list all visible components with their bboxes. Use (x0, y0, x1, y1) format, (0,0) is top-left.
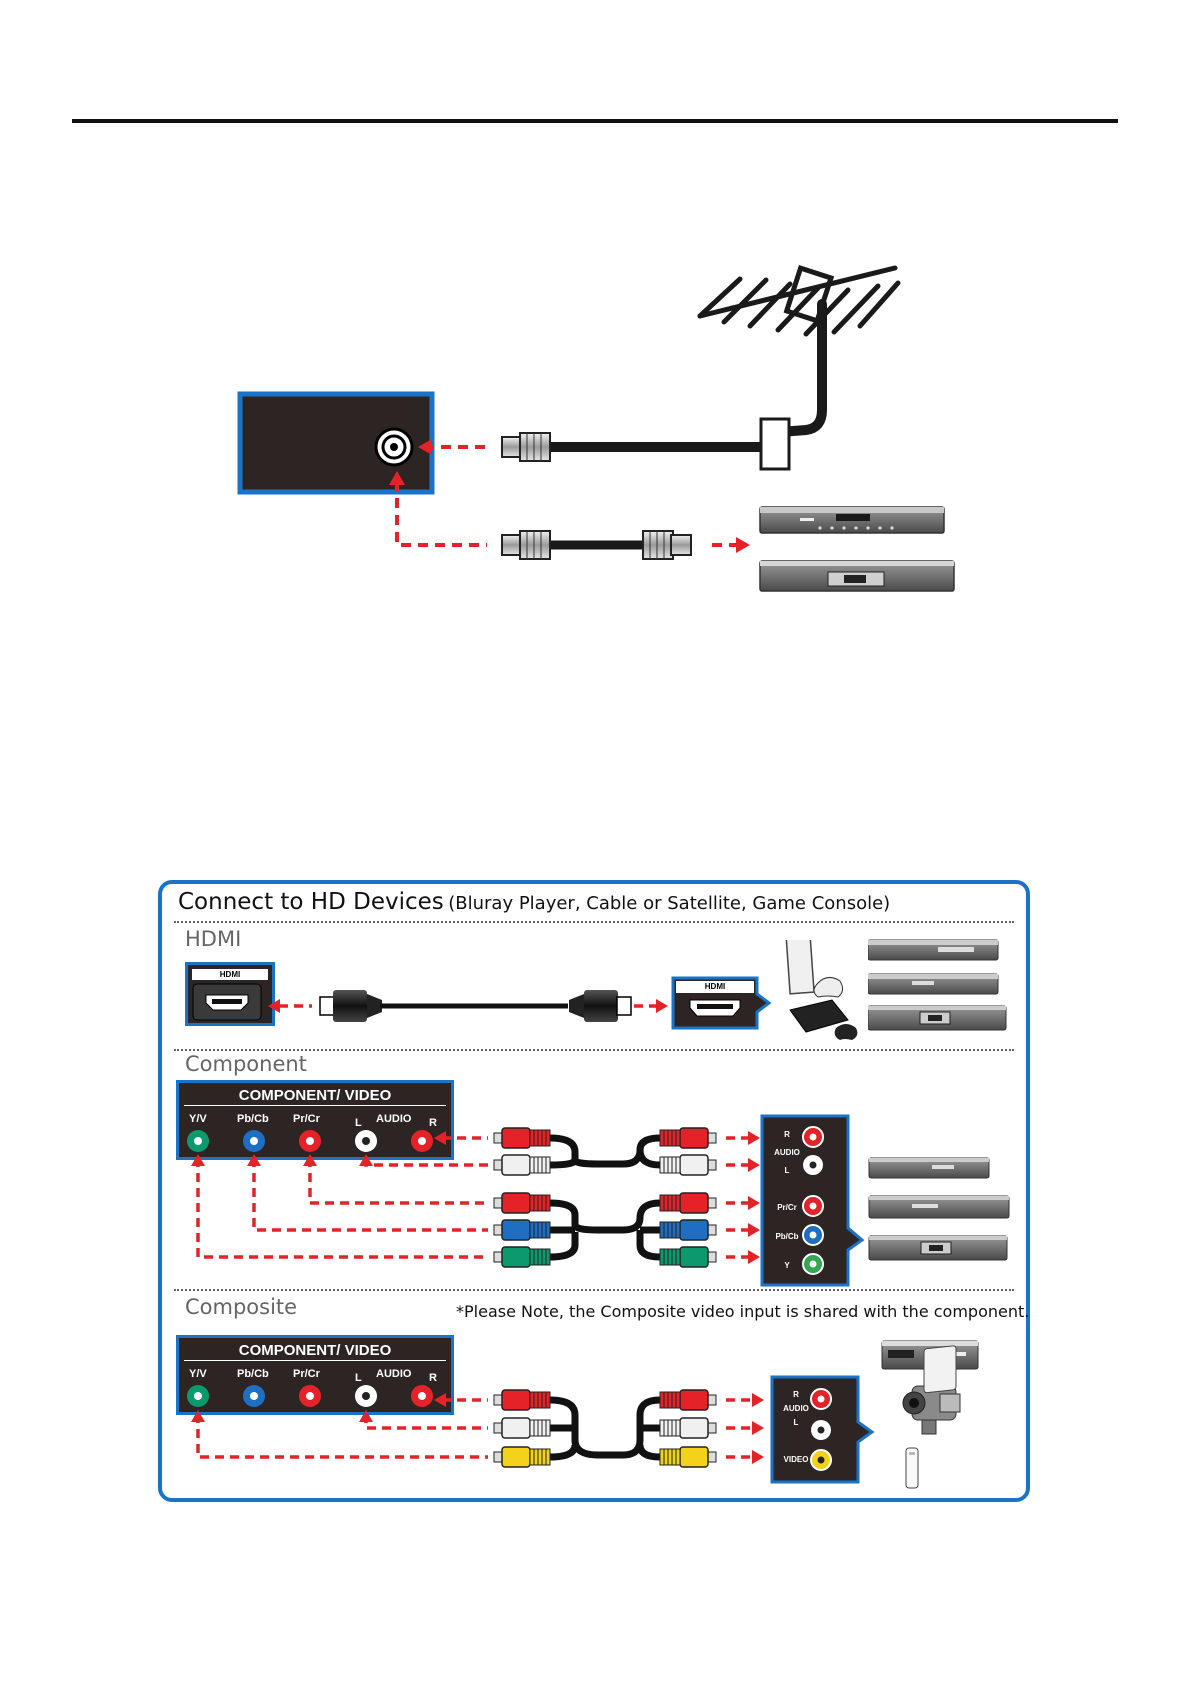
camcorder-icon (902, 1385, 961, 1435)
panel-title: Connect to HD Devices (178, 889, 444, 915)
av-wiring (187, 1114, 1010, 1489)
game-console-icon (785, 940, 858, 1040)
hdmi-port-label: HDMI (192, 969, 268, 980)
section-label-composite: Composite (185, 1295, 298, 1319)
label-audio: AUDIO (376, 1113, 412, 1125)
device-jack-audio-r (802, 1126, 824, 1148)
antenna-diagram (237, 264, 955, 592)
component-arrowheads-tv (191, 1131, 446, 1166)
composite-arrows-tv (196, 1398, 488, 1459)
component-device-labels: R AUDIO L Pr/Cr Pb/Cb Y (772, 1126, 802, 1276)
composite-cable-bundle (549, 1396, 661, 1461)
jack-y-green (187, 1130, 209, 1152)
divider-hdmi (174, 1049, 1014, 1051)
label-y-v: Y/V (189, 1368, 207, 1380)
antenna-coax-cable (501, 432, 761, 462)
hdmi-cable (319, 990, 632, 1022)
label-audio-r: R (429, 1117, 437, 1129)
label-audio-l: L (355, 1372, 362, 1384)
jack-audio-r-red (411, 1130, 433, 1152)
jack-audio-l-white (355, 1130, 377, 1152)
section-label-hdmi: HDMI (185, 927, 242, 951)
antenna-icon (697, 264, 901, 437)
tv-composite-jacks (187, 1385, 433, 1407)
label-pb-cb: Pb/Cb (775, 1232, 799, 1241)
rf-output-arrows (389, 471, 750, 553)
cable-box-icon (868, 973, 999, 995)
label-r: R (793, 1390, 799, 1399)
label-video: VIDEO (783, 1455, 809, 1464)
label-audio: AUDIO (783, 1404, 809, 1413)
component-devices-stack (868, 1157, 1010, 1261)
hdmi-devices-stack (868, 939, 1007, 1031)
device-jack-video (810, 1449, 832, 1471)
wall-plate (759, 417, 791, 471)
label-pr-cr: Pr/Cr (293, 1368, 320, 1380)
tv-component-jacks (187, 1130, 433, 1152)
satellite-box-icon (868, 1005, 1007, 1031)
cable-box-icon (759, 506, 945, 534)
tv-composite-panel-header: COMPONENT/ VIDEO (238, 1342, 392, 1359)
jack-pb-blue (243, 1130, 265, 1152)
jack-audio-l-white (355, 1385, 377, 1407)
component-arrows-tv (196, 1136, 488, 1259)
jack-pb-blue (243, 1385, 265, 1407)
device-jack-audio-l (811, 1420, 831, 1440)
satellite-box-icon (759, 560, 955, 592)
bluray-player-icon (868, 939, 999, 961)
label-l: L (793, 1418, 799, 1427)
hdmi-port-icon (192, 983, 262, 1021)
composite-device-labels: R AUDIO L VIDEO (780, 1388, 812, 1478)
device-jack-pb (802, 1224, 824, 1246)
bluray-player-icon (868, 1157, 990, 1179)
label-pr-cr: Pr/Cr (293, 1113, 320, 1125)
composite-devices-stack (881, 1340, 979, 1489)
component-plugs-right (659, 1127, 717, 1268)
section-label-component: Component (185, 1052, 307, 1076)
component-cable-bundle (549, 1134, 661, 1261)
top-rule (72, 119, 1118, 123)
label-audio-r: R (429, 1372, 437, 1384)
composite-plugs-right (659, 1389, 717, 1468)
device-jack-y (802, 1253, 824, 1275)
jack-audio-r-red (411, 1385, 433, 1407)
wii-console-icon (905, 1345, 957, 1489)
jack-pr-red (299, 1385, 321, 1407)
label-y-v: Y/V (189, 1113, 207, 1125)
label-pb-cb: Pb/Cb (237, 1368, 269, 1380)
box-coax-cable (501, 530, 692, 560)
device-hdmi-label: HDMI (676, 981, 754, 993)
component-device-panel (760, 1114, 865, 1287)
label-audio: AUDIO (376, 1368, 412, 1380)
jack-y-green (187, 1385, 209, 1407)
divider-title (174, 921, 1014, 923)
label-audio-l: L (355, 1117, 362, 1129)
rf-arrow (418, 439, 485, 455)
component-arrows-device (726, 1136, 752, 1259)
rf-input-jack (374, 427, 414, 467)
tv-rf-panel (237, 391, 435, 495)
divider-component (174, 1289, 1014, 1291)
label-l: L (784, 1166, 790, 1175)
jack-pr-red (299, 1130, 321, 1152)
panel-subtitle: (Bluray Player, Cable or Satellite, Game… (448, 893, 891, 914)
hdmi-connection (192, 940, 858, 1040)
label-pr-cr: Pr/Cr (777, 1203, 797, 1212)
label-r: R (784, 1130, 790, 1139)
composite-note: *Please Note, the Composite video input … (456, 1302, 1030, 1321)
cable-box-icon (868, 1195, 1010, 1219)
label-y: Y (784, 1261, 790, 1270)
satellite-box-icon (868, 1235, 1008, 1261)
label-pb-cb: Pb/Cb (237, 1113, 269, 1125)
tv-component-panel-header: COMPONENT/ VIDEO (238, 1087, 392, 1104)
panel-title-row: Connect to HD Devices (Bluray Player, Ca… (178, 889, 890, 915)
device-jack-pr (802, 1195, 824, 1217)
composite-arrows-device (726, 1398, 756, 1459)
component-plugs-left (493, 1127, 551, 1268)
label-audio: AUDIO (774, 1148, 800, 1157)
composite-device-panel (770, 1375, 875, 1484)
device-jack-audio-r (810, 1388, 832, 1410)
device-jack-audio-l (803, 1155, 823, 1175)
composite-plugs-left (493, 1389, 551, 1468)
